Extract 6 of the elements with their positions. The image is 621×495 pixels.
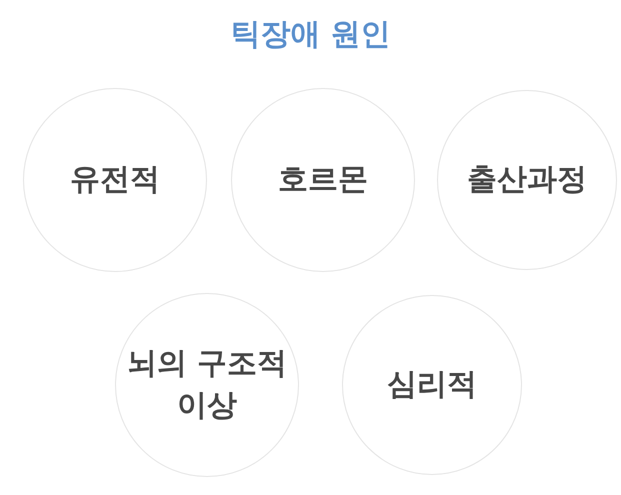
cause-label: 심리적 (387, 366, 477, 404)
diagram-title: 틱장애 원인 (229, 16, 392, 54)
cause-label: 호르몬 (278, 161, 368, 199)
cause-label: 출산과정 (467, 161, 587, 199)
cause-label: 뇌의 구조적 이상 (126, 345, 288, 425)
cause-label: 유전적 (70, 161, 160, 199)
